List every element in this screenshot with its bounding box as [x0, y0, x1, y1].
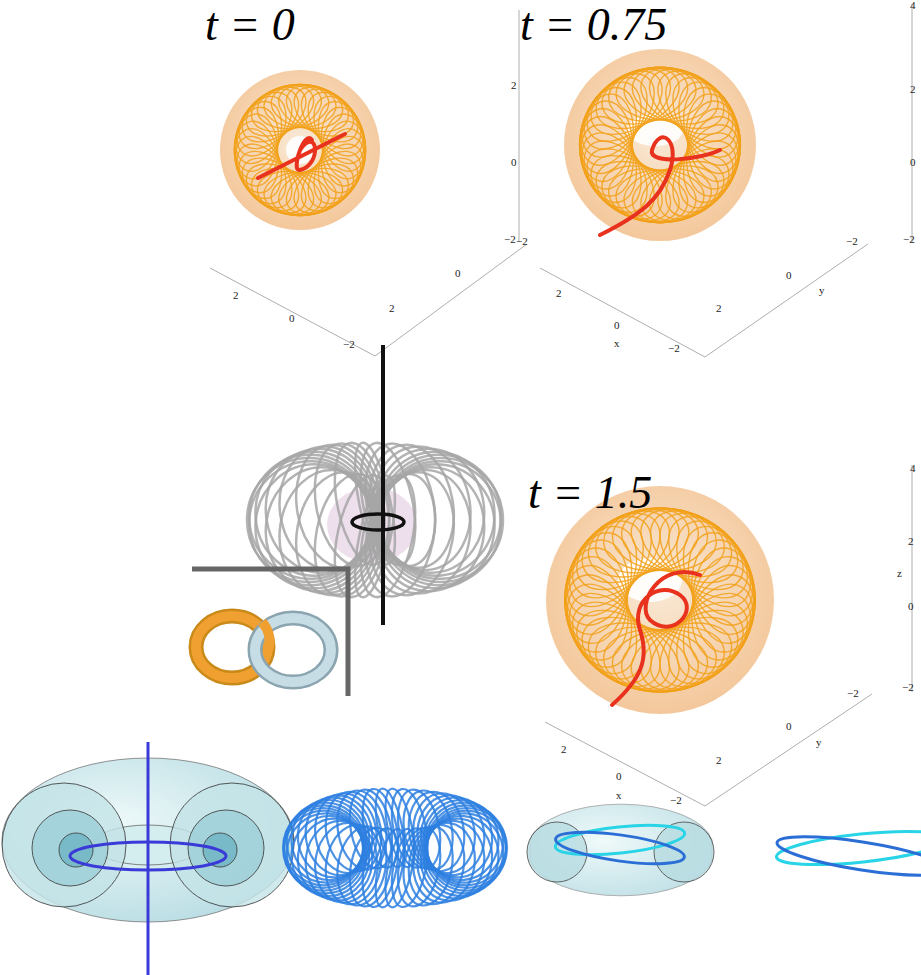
cut-torus [527, 804, 714, 896]
nested-torus [2, 742, 294, 975]
tick-label: 2 [233, 290, 239, 301]
axis-name: y [816, 737, 822, 748]
tick-label: 2 [556, 288, 562, 299]
tick-label: 0 [511, 157, 517, 168]
tick-label: −2 [847, 688, 859, 699]
tick-label: 0 [289, 313, 295, 324]
tick-label: 0 [616, 771, 622, 782]
fiber-loop [290, 140, 371, 221]
fiber-loop [331, 786, 393, 873]
tick-label: −2 [504, 234, 516, 245]
axis-line [381, 345, 385, 625]
tick-label: 2 [908, 536, 914, 547]
fiber-loop [674, 81, 749, 180]
torus-wireframe [569, 56, 752, 234]
panel-title: t = 1.5 [528, 470, 652, 516]
axis-name: x [616, 790, 622, 801]
torus-fill [546, 486, 774, 714]
tick-label: −2 [343, 339, 355, 350]
tick-label: 0 [786, 721, 792, 732]
linked-rings [196, 616, 331, 682]
fiber-loop [425, 804, 507, 886]
inset-bracket [192, 569, 348, 696]
red-curve [258, 134, 720, 705]
fiber-loop [620, 62, 715, 127]
tick-label: 0 [614, 320, 620, 331]
hopf-torus [247, 438, 503, 603]
panel-title: t = 0.75 [520, 2, 667, 48]
panel-title: t = 0 [205, 2, 295, 48]
tick-label: 2 [511, 80, 517, 91]
tick-label: 0 [455, 268, 461, 279]
fiber-loop [661, 508, 768, 629]
tick-label: 2 [561, 744, 567, 755]
torus-wireframe [552, 494, 769, 705]
torus-wireframe [225, 75, 375, 225]
fiber-loop [228, 78, 309, 159]
core-ring [352, 514, 404, 530]
tick-label: 2 [910, 84, 916, 95]
blue-wireframe [283, 786, 507, 910]
torus-fill [564, 49, 756, 241]
tick-label: 2 [389, 303, 395, 314]
axis-name: x [614, 338, 620, 349]
tick-label: 2 [716, 303, 722, 314]
fiber-loop [343, 786, 398, 872]
axis-name: y [819, 285, 825, 296]
fiber-loop [685, 536, 761, 648]
torus-fill [220, 70, 380, 230]
linked-loops [775, 825, 921, 883]
tick-label: −2 [516, 236, 528, 247]
fiber-loop [420, 797, 501, 883]
fiber-loop [644, 497, 763, 614]
tick-label: 4 [910, 463, 916, 474]
fiber-loop [677, 525, 765, 642]
tick-label: −2 [846, 236, 858, 247]
tick-label: 0 [910, 157, 916, 168]
axis-name: z [897, 568, 902, 579]
tick-label: 0 [786, 270, 792, 281]
tick-label: −2 [670, 795, 682, 806]
tick-label: 2 [716, 755, 722, 766]
fiber-loop [574, 135, 675, 233]
axis-box [210, 4, 912, 806]
tick-label: 0 [908, 601, 914, 612]
tick-label: −2 [902, 682, 914, 693]
fiber-loop [681, 90, 746, 185]
tick-label: −2 [668, 343, 680, 354]
tick-label: 4 [910, 0, 916, 11]
tick-label: −2 [903, 234, 915, 245]
